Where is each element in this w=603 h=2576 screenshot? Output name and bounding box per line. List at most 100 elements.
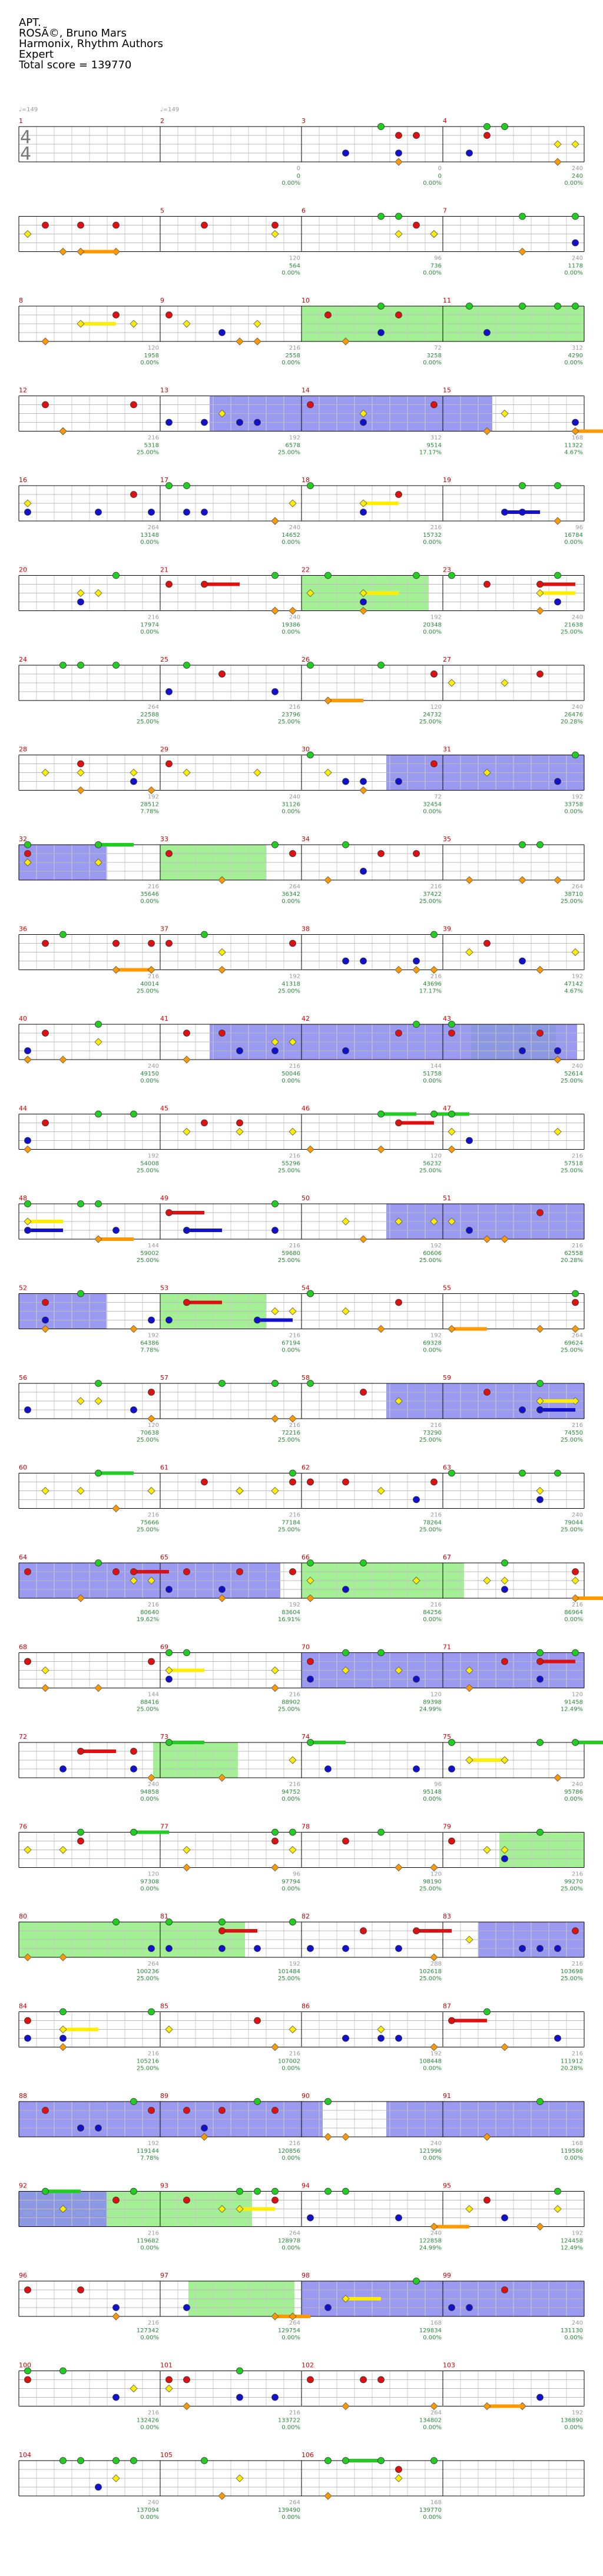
measure-number: 82	[302, 1913, 310, 1920]
note-gem	[483, 329, 491, 336]
measure-percent: 0.00%	[423, 1347, 442, 1354]
note-gem	[24, 841, 31, 848]
note-gem	[448, 679, 456, 687]
note-gem	[183, 1863, 191, 1872]
measure-ticks: 120	[430, 1692, 442, 1698]
measure-score: 129834	[419, 2328, 442, 2334]
staff-row-1	[18, 123, 585, 166]
note-gem	[307, 1290, 314, 1297]
note-gem	[501, 1756, 509, 1764]
measure-percent: 0.00%	[281, 270, 300, 277]
measure-ticks: 264	[572, 1333, 583, 1339]
note-gem	[483, 1235, 491, 1243]
measure-ticks: 144	[430, 1063, 442, 1070]
sustain-tail	[134, 1830, 169, 1834]
note-gem	[413, 957, 420, 965]
note-gem	[377, 303, 385, 310]
measure-percent: 25.00%	[278, 988, 300, 995]
measure-score: 17974	[140, 622, 159, 629]
note-gem	[395, 2214, 402, 2222]
note-gem	[201, 931, 208, 938]
measure-score: 23796	[281, 712, 300, 718]
note-gem	[501, 1586, 508, 1593]
note-gem	[289, 1307, 297, 1316]
measure-percent: 25.00%	[419, 1168, 442, 1174]
note-gem	[59, 1953, 67, 1961]
sustain-tail	[575, 1596, 603, 1600]
note-gem	[130, 1748, 137, 1755]
note-gem	[95, 509, 102, 516]
measure-percent: 0.00%	[423, 2155, 442, 2162]
note-gem	[77, 1828, 84, 1836]
measure-number: 79	[443, 1823, 451, 1831]
sustain-tail	[505, 510, 540, 514]
note-gem	[201, 509, 208, 516]
measure-percent: 0.00%	[140, 2335, 159, 2341]
note-gem	[413, 850, 420, 857]
note-gem	[536, 1945, 544, 1952]
measure-number: 41	[160, 1015, 168, 1023]
note-gem	[448, 1324, 456, 1333]
note-gem	[324, 2187, 332, 2195]
note-gem	[518, 876, 526, 884]
note-gem	[342, 2402, 350, 2411]
measure-number: 97	[160, 2272, 168, 2279]
note-gem	[165, 2384, 173, 2393]
note-gem	[183, 482, 190, 489]
measure-number: 98	[302, 2272, 310, 2279]
note-gem	[572, 213, 579, 220]
measure-percent: 25.00%	[137, 1527, 159, 1533]
measure-ticks: 0	[438, 165, 442, 172]
note-gem	[271, 1415, 279, 1423]
measure-number: 76	[19, 1823, 27, 1831]
note-gem	[77, 2457, 84, 2464]
measure-ticks: 312	[430, 435, 442, 441]
measure-number: 94	[302, 2182, 310, 2190]
measure-ticks: 240	[148, 2499, 159, 2506]
note-gem	[395, 230, 403, 238]
measure-number: 28	[19, 746, 27, 753]
note-gem	[465, 1936, 473, 1944]
measure-number: 47	[443, 1105, 451, 1113]
measure-percent: 0.00%	[281, 629, 300, 636]
note-gem	[95, 2124, 102, 2132]
note-gem	[483, 2196, 491, 2204]
note-gem	[536, 1406, 544, 1413]
note-gem	[465, 2205, 473, 2213]
note-gem	[536, 1496, 544, 1503]
note-gem	[77, 1594, 85, 1602]
measure-score: 33758	[564, 802, 583, 808]
note-gem	[395, 2474, 403, 2482]
note-gem	[77, 589, 85, 597]
note-gem	[572, 1649, 579, 1657]
note-gem	[377, 2034, 385, 2042]
measure-score: 88416	[140, 1699, 159, 1706]
measure-ticks: 216	[148, 1512, 159, 1519]
note-gem	[130, 2098, 137, 2105]
note-gem	[536, 1486, 544, 1495]
note-gem	[112, 1568, 120, 1575]
note-gem	[218, 2107, 226, 2114]
measure-score: 9514	[427, 443, 442, 449]
measure-percent: 0.00%	[281, 1347, 300, 1354]
measure-score: 16784	[564, 532, 583, 539]
note-gem	[554, 1055, 562, 1064]
measure-percent: 7.78%	[140, 809, 159, 815]
note-gem	[554, 303, 561, 310]
measure-score: 64386	[140, 1340, 159, 1347]
measure-percent: 0.00%	[281, 2155, 300, 2162]
note-gem	[572, 303, 579, 310]
measure-number: 93	[160, 2182, 168, 2190]
measure-percent: 25.00%	[419, 1886, 442, 1893]
measure-number: 19	[443, 476, 451, 484]
sustain-tail	[169, 1741, 204, 1744]
measure-score: 3258	[427, 353, 442, 359]
measure-score: 132426	[137, 2418, 159, 2424]
note-gem	[430, 1953, 438, 1961]
note-gem	[395, 2466, 402, 2473]
note-gem	[307, 751, 314, 759]
measure-score: 84256	[423, 1609, 442, 1616]
note-gem	[307, 1478, 314, 1486]
note-gem	[271, 1307, 279, 1316]
